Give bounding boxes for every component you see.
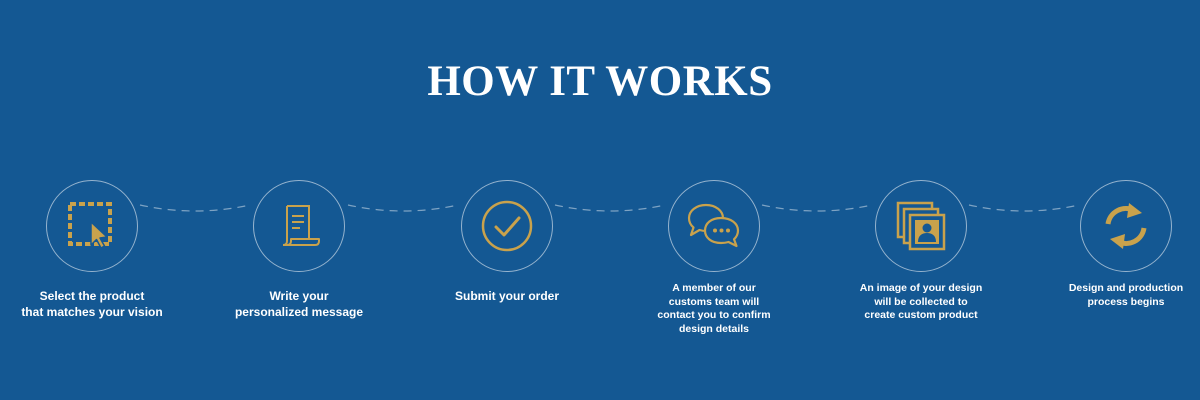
step-label: An image of your design will be collecte…	[859, 282, 983, 321]
step-write-message: Write your personalized message	[204, 180, 394, 320]
step-circle	[875, 180, 967, 272]
step-circle	[668, 180, 760, 272]
select-cursor-icon	[68, 202, 112, 249]
step-image-collected: An image of your design will be collecte…	[826, 180, 1016, 323]
step-label: Design and production process begins	[1068, 282, 1184, 308]
step-label: A member of our customs team will contac…	[657, 282, 771, 335]
step-label: Select the product that matches your vis…	[21, 289, 163, 319]
step-circle	[46, 180, 138, 272]
document-icon	[282, 205, 320, 246]
image-stack-icon	[896, 201, 946, 251]
refresh-icon	[1105, 203, 1147, 249]
step-circle	[461, 180, 553, 272]
step-select-product: Select the product that matches your vis…	[0, 180, 187, 320]
chat-bubbles-icon	[687, 203, 740, 248]
step-circle	[253, 180, 345, 272]
step-production-begins: Design and production process begins	[1031, 180, 1200, 309]
step-circle	[1080, 180, 1172, 272]
step-submit-order: Submit your order	[412, 180, 602, 305]
step-label: Submit your order	[454, 289, 559, 303]
page-title: HOW IT WORKS	[427, 58, 773, 105]
step-label: Write your personalized message	[234, 289, 364, 319]
checkmark-icon	[481, 200, 533, 252]
step-team-contact: A member of our customs team will contac…	[619, 180, 809, 336]
